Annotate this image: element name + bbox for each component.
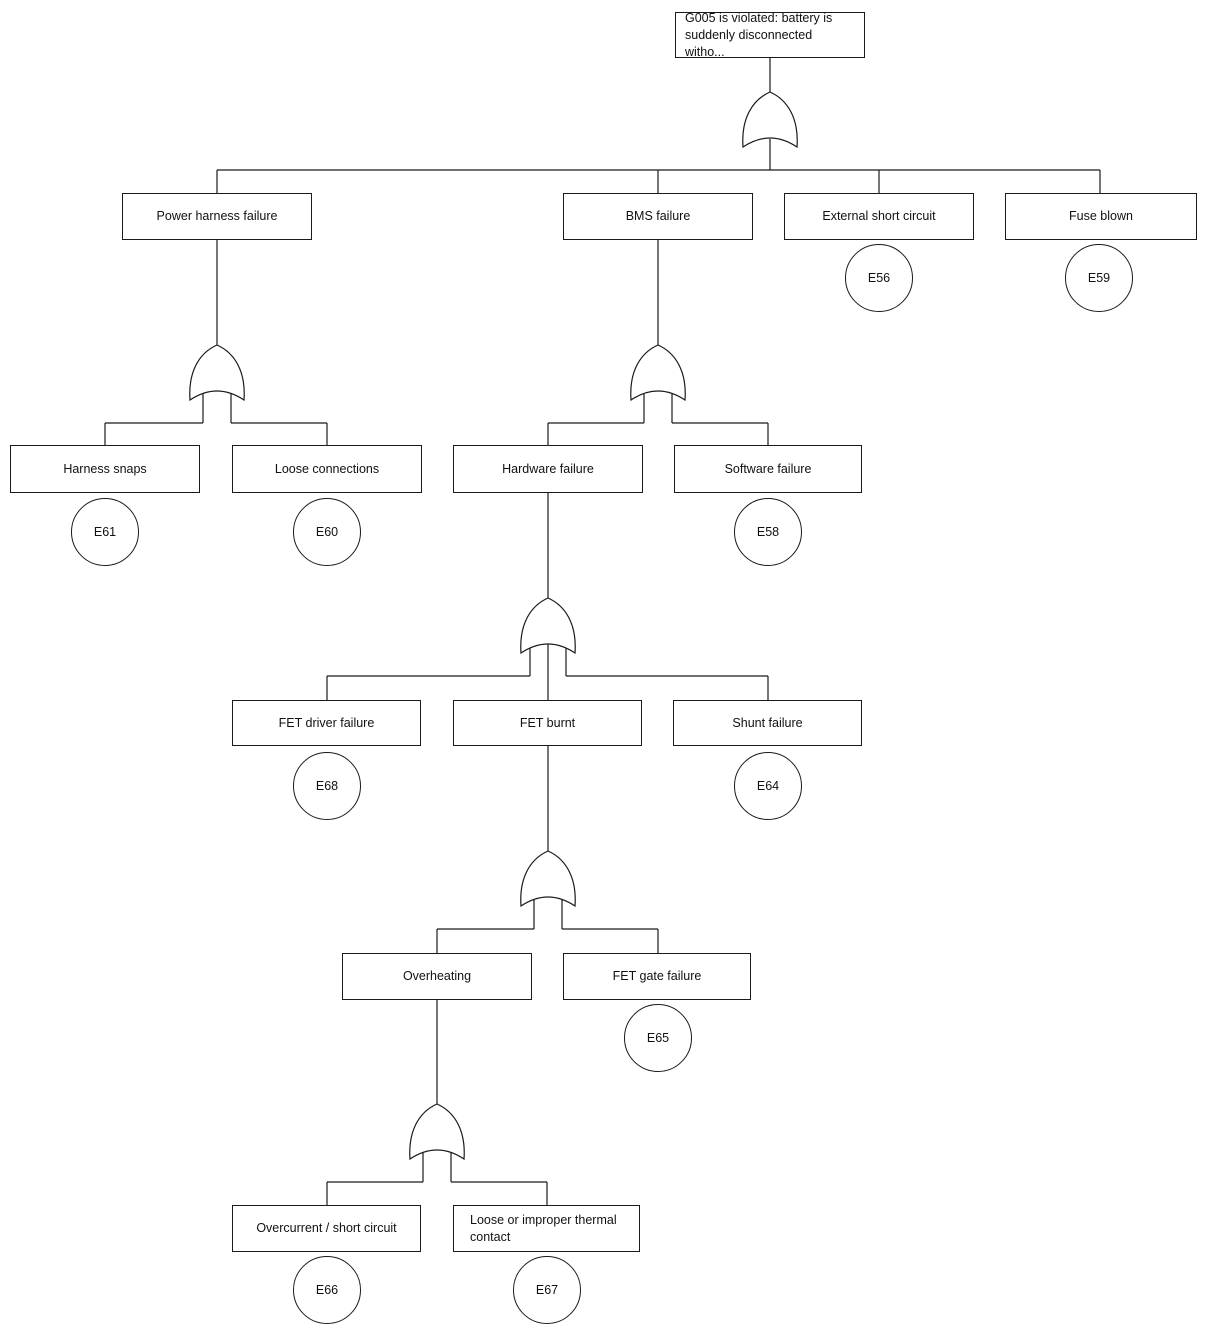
basic-event-e68[interactable]: E68 (293, 752, 361, 820)
or-gate-hardware (520, 597, 576, 655)
node-fet-burnt[interactable]: FET burnt (453, 700, 642, 746)
node-overheating[interactable]: Overheating (342, 953, 532, 1000)
node-fuse-blown[interactable]: Fuse blown (1005, 193, 1197, 240)
basic-event-e59[interactable]: E59 (1065, 244, 1133, 312)
basic-event-e64[interactable]: E64 (734, 752, 802, 820)
basic-event-e58[interactable]: E58 (734, 498, 802, 566)
node-bms-failure[interactable]: BMS failure (563, 193, 753, 240)
or-gate-bms (630, 344, 686, 402)
node-software-failure[interactable]: Software failure (674, 445, 862, 493)
node-overcurrent-short-circuit[interactable]: Overcurrent / short circuit (232, 1205, 421, 1252)
or-gate-fet-burnt (520, 850, 576, 908)
node-external-short-circuit[interactable]: External short circuit (784, 193, 974, 240)
basic-event-e60[interactable]: E60 (293, 498, 361, 566)
node-power-harness-failure[interactable]: Power harness failure (122, 193, 312, 240)
basic-event-e66[interactable]: E66 (293, 1256, 361, 1324)
basic-event-e61[interactable]: E61 (71, 498, 139, 566)
node-fet-gate-failure[interactable]: FET gate failure (563, 953, 751, 1000)
node-loose-connections[interactable]: Loose connections (232, 445, 422, 493)
or-gate-power-harness (189, 344, 245, 402)
node-shunt-failure[interactable]: Shunt failure (673, 700, 862, 746)
basic-event-e67[interactable]: E67 (513, 1256, 581, 1324)
node-fet-driver-failure[interactable]: FET driver failure (232, 700, 421, 746)
node-root-event[interactable]: G005 is violated: battery is suddenly di… (675, 11, 865, 59)
or-gate-overheating (409, 1103, 465, 1161)
node-thermal-contact[interactable]: Loose or improper thermal contact (453, 1205, 640, 1252)
or-gate-root (742, 91, 798, 149)
node-hardware-failure[interactable]: Hardware failure (453, 445, 643, 493)
basic-event-e56[interactable]: E56 (845, 244, 913, 312)
node-harness-snaps[interactable]: Harness snaps (10, 445, 200, 493)
basic-event-e65[interactable]: E65 (624, 1004, 692, 1072)
